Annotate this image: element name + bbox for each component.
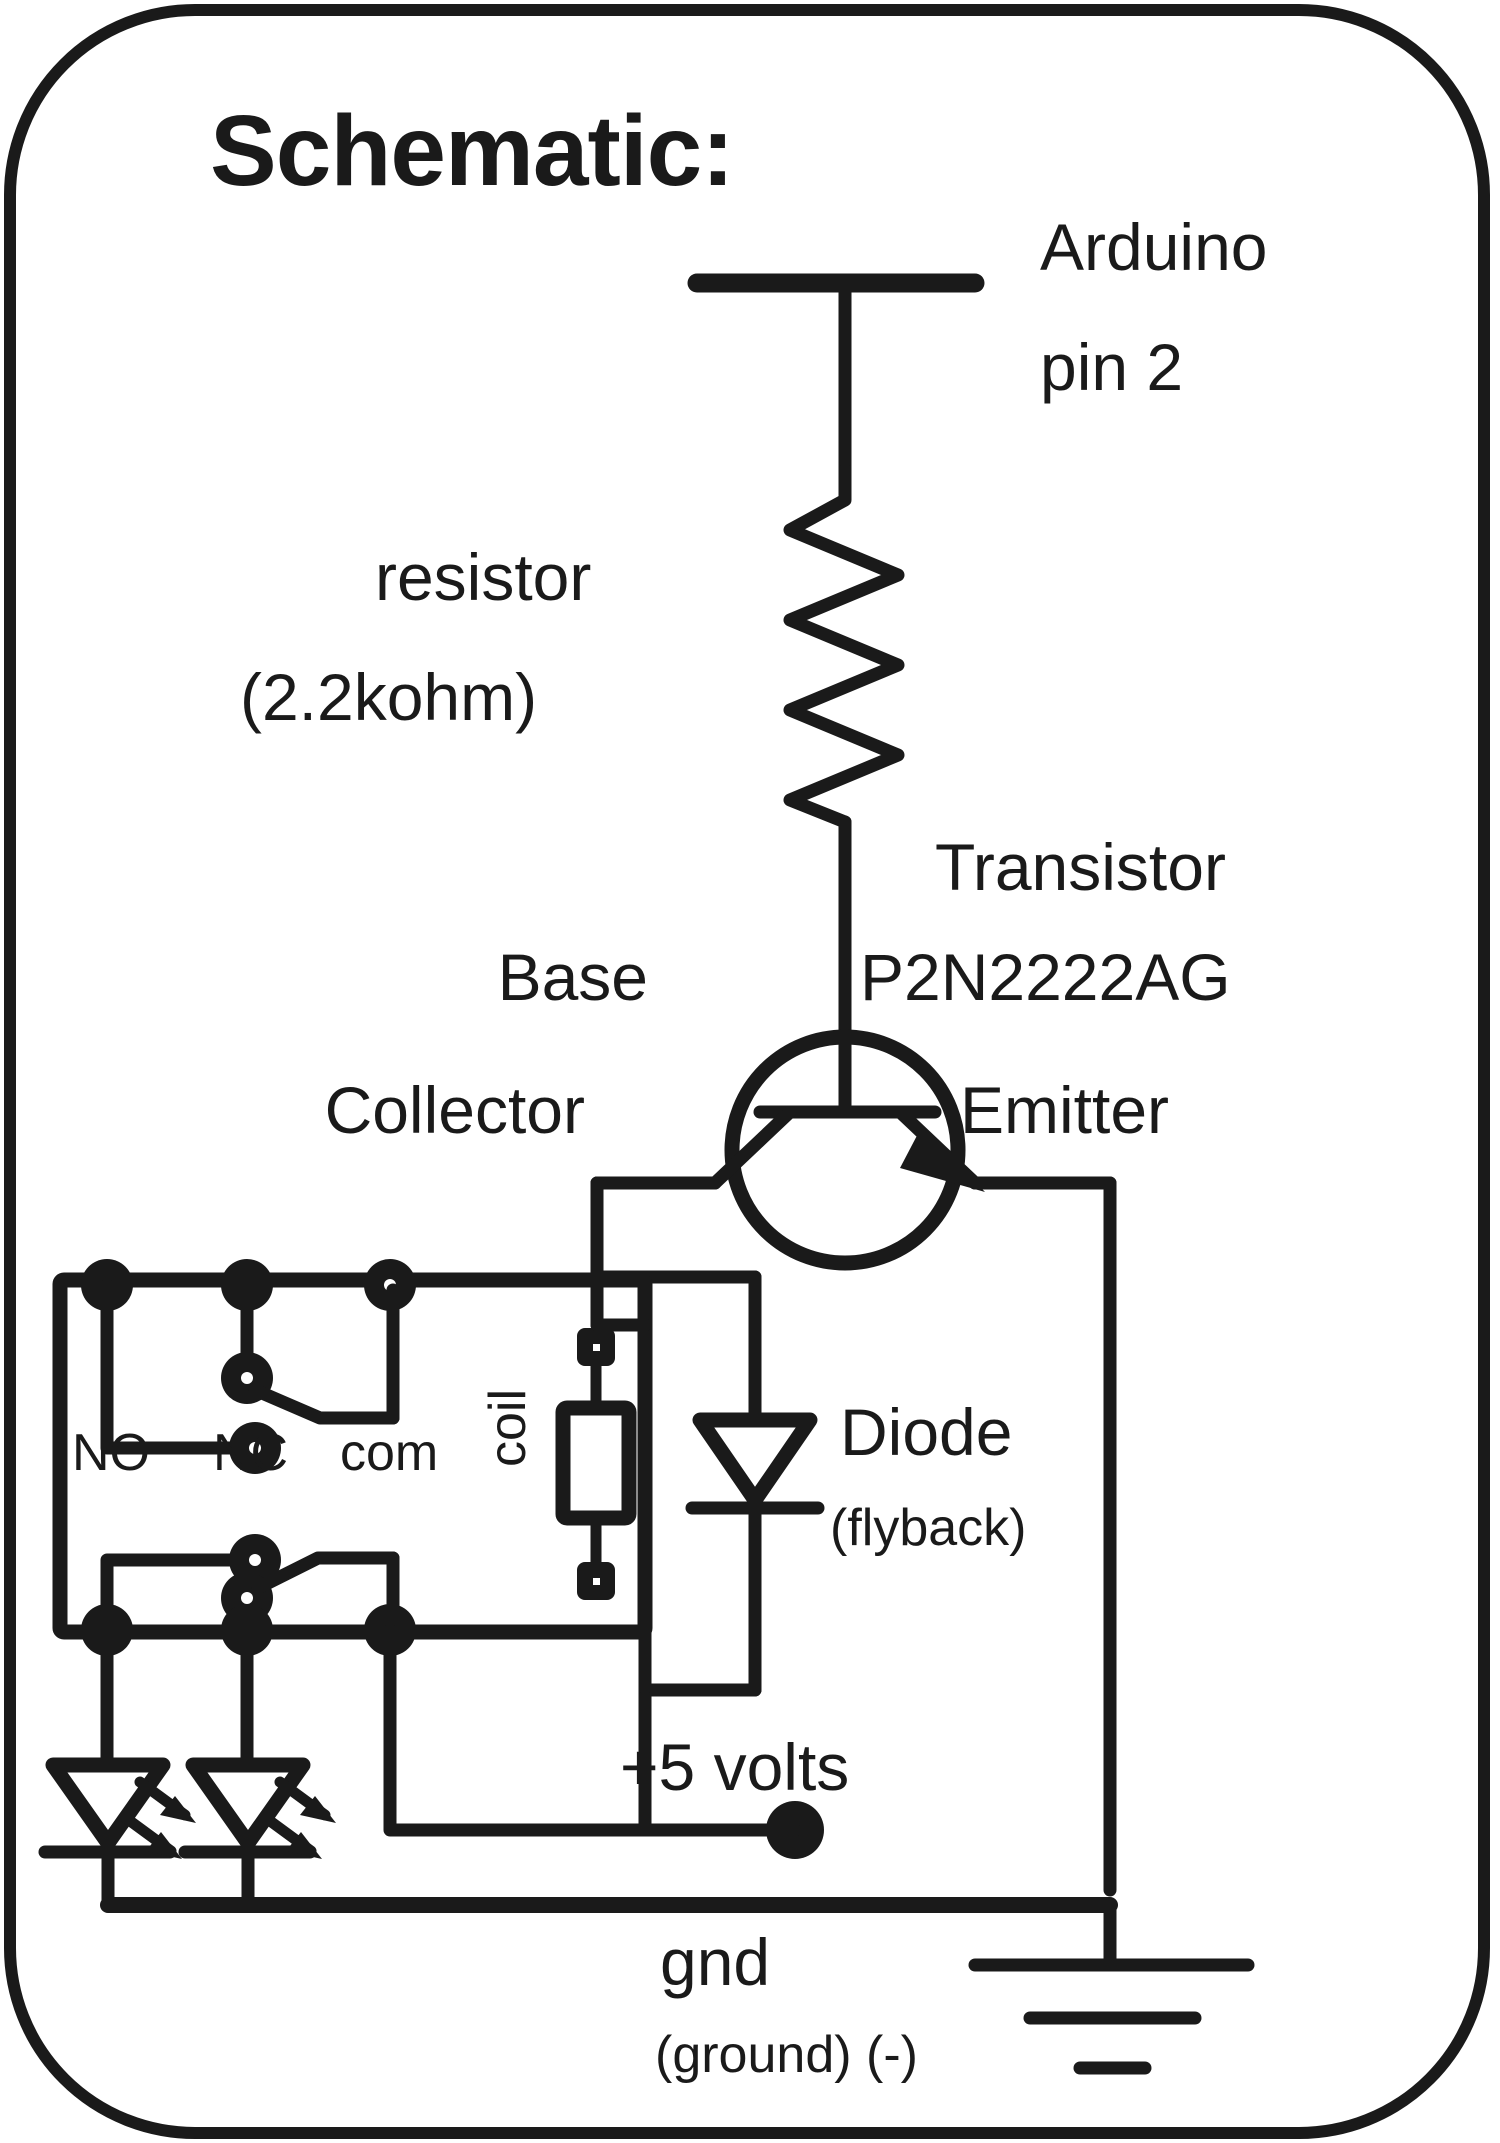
- resistor-label-line1: resistor: [375, 540, 591, 614]
- page-title: Schematic:: [210, 95, 734, 207]
- base-label: Base: [498, 940, 648, 1014]
- ground-label-line1: gnd: [660, 1925, 770, 1999]
- resistor-symbol: [783, 463, 905, 877]
- resistor-label-line2: (2.2kohm): [240, 660, 537, 734]
- relay-nc-label: NC: [213, 1424, 288, 1482]
- led-2-symbol: [178, 1757, 336, 1912]
- relay-upper-no-contact: [229, 1422, 281, 1474]
- ground-symbol: [968, 1898, 1255, 2075]
- relay-coil-label: coil: [479, 1389, 537, 1467]
- emitter-label: Emitter: [960, 1073, 1169, 1147]
- wire-collector-to-diode: [590, 1176, 762, 1427]
- relay-lower-armature: [251, 1551, 400, 1595]
- collector-label: Collector: [325, 1073, 585, 1147]
- npn-transistor-symbol: [708, 1028, 985, 1271]
- arduino-label-line2: pin 2: [1040, 330, 1183, 404]
- arduino-label-line1: Arduino: [1040, 210, 1268, 284]
- transistor-label-line1: Transistor: [935, 830, 1226, 904]
- relay-com-label: com: [340, 1424, 438, 1482]
- relay-no-label: NO: [72, 1424, 150, 1482]
- relay-upper-armature: [248, 1383, 400, 1425]
- diode-label-line2: (flyback): [830, 1499, 1026, 1557]
- flyback-diode-symbol: [685, 1270, 825, 1697]
- relay-upper-no-trace: [100, 1278, 259, 1455]
- diode-label-line1: Diode: [840, 1395, 1012, 1469]
- wire-supply-tie: [638, 1690, 802, 1837]
- transistor-label-line2: P2N2222AG: [860, 940, 1231, 1014]
- diagram-border: [4, 4, 1490, 2139]
- relay-coil-symbol: [555, 1328, 637, 1600]
- relay-body-outline: [52, 1272, 653, 1640]
- led-1-symbol: [38, 1757, 196, 1912]
- supply-label: +5 volts: [620, 1730, 849, 1804]
- ground-label-line2: (ground) (-): [655, 2026, 918, 2084]
